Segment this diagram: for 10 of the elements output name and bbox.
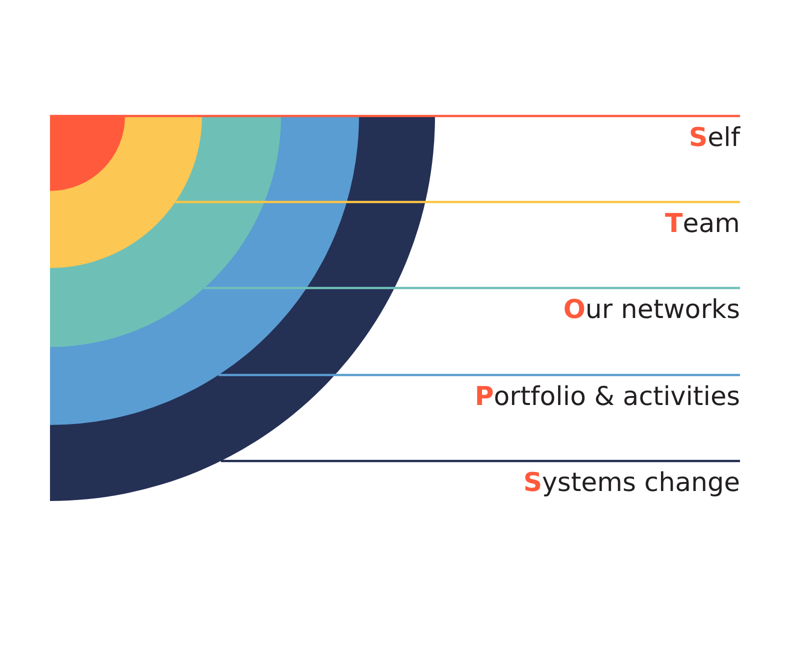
leader-line bbox=[218, 374, 740, 376]
leader-line bbox=[50, 114, 740, 118]
layer-label: Self bbox=[688, 116, 740, 154]
layer-label: Our networks bbox=[563, 288, 740, 326]
leader-line bbox=[204, 286, 740, 290]
layer-label: Team bbox=[664, 202, 740, 240]
layer-label: Portfolio & activities bbox=[474, 375, 740, 413]
layer-label: Systems change bbox=[523, 461, 740, 499]
leader-line bbox=[175, 200, 740, 204]
leader-line bbox=[220, 460, 740, 462]
